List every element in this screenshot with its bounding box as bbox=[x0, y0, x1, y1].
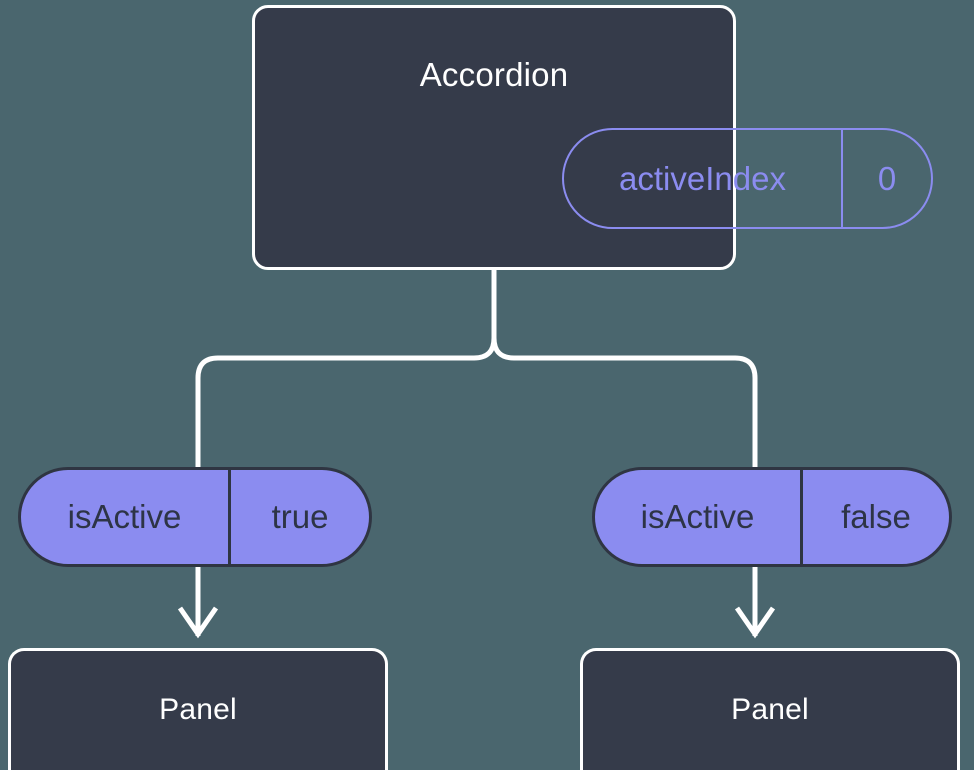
state-pill-key: activeIndex bbox=[564, 130, 843, 227]
panel-node-right[interactable]: Panel bbox=[580, 648, 960, 770]
accordion-node[interactable]: Accordion activeIndex 0 bbox=[252, 5, 933, 270]
panel-node-left[interactable]: Panel bbox=[8, 648, 388, 770]
panel-title-left: Panel bbox=[159, 693, 237, 726]
arrow-head-right bbox=[734, 606, 776, 639]
prop-pill-isactive-false[interactable]: isActive false bbox=[592, 467, 952, 567]
prop-pill-isactive-true[interactable]: isActive true bbox=[18, 467, 372, 567]
connector-bus-left bbox=[195, 337, 497, 467]
state-pill-activeindex[interactable]: activeIndex 0 bbox=[562, 128, 933, 229]
connector-bus-right bbox=[491, 337, 758, 467]
prop-pill-value: false bbox=[841, 498, 911, 535]
panel-title-right: Panel bbox=[731, 693, 809, 726]
prop-pill-key: isActive bbox=[21, 470, 231, 564]
prop-pill-value: true bbox=[271, 498, 329, 535]
prop-pill-key: isActive bbox=[595, 470, 803, 564]
state-pill-value: 0 bbox=[877, 159, 897, 197]
accordion-title: Accordion bbox=[419, 56, 569, 93]
arrow-head-left bbox=[177, 606, 219, 639]
